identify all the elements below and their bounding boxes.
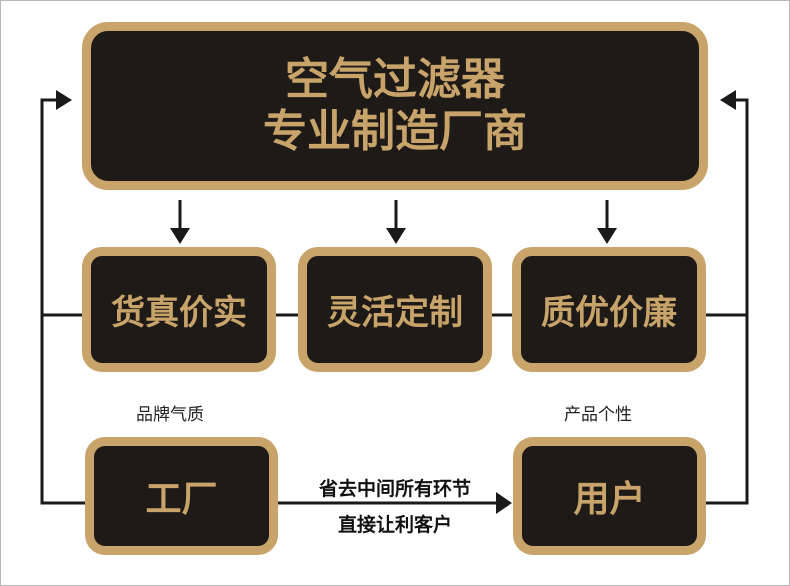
brand-label: 品牌气质 bbox=[136, 405, 204, 425]
arrow-down-icon bbox=[386, 228, 406, 244]
left-feedback-line bbox=[40, 98, 85, 505]
arrow-down-icon bbox=[170, 228, 190, 244]
factory-box: 工厂 bbox=[85, 437, 278, 555]
arrow-right-icon bbox=[56, 90, 72, 110]
flow-text-line1: 省去中间所有环节 bbox=[318, 478, 471, 500]
arrow-right-icon bbox=[496, 492, 512, 514]
feature-label: 货真价实 bbox=[111, 293, 247, 333]
title-line1: 空气过滤器 bbox=[285, 54, 505, 105]
feature-box-genuine: 货真价实 bbox=[82, 247, 276, 372]
feature-box-quality: 质优价廉 bbox=[512, 247, 706, 372]
right-feedback-line bbox=[706, 98, 749, 505]
arrow-left-icon bbox=[720, 90, 736, 110]
product-label: 产品个性 bbox=[564, 405, 632, 425]
feature-label: 灵活定制 bbox=[327, 293, 463, 333]
user-label: 用户 bbox=[573, 479, 646, 520]
title-line2: 专业制造厂商 bbox=[263, 106, 527, 157]
factory-label: 工厂 bbox=[145, 479, 218, 520]
flow-text-line2: 直接让利客户 bbox=[337, 514, 452, 536]
feature-label: 质优价廉 bbox=[541, 293, 677, 333]
user-box: 用户 bbox=[513, 437, 706, 555]
arrow-down-icon bbox=[597, 228, 617, 244]
title-box: 空气过滤器 专业制造厂商 bbox=[82, 22, 708, 190]
feature-box-custom: 灵活定制 bbox=[298, 247, 492, 372]
